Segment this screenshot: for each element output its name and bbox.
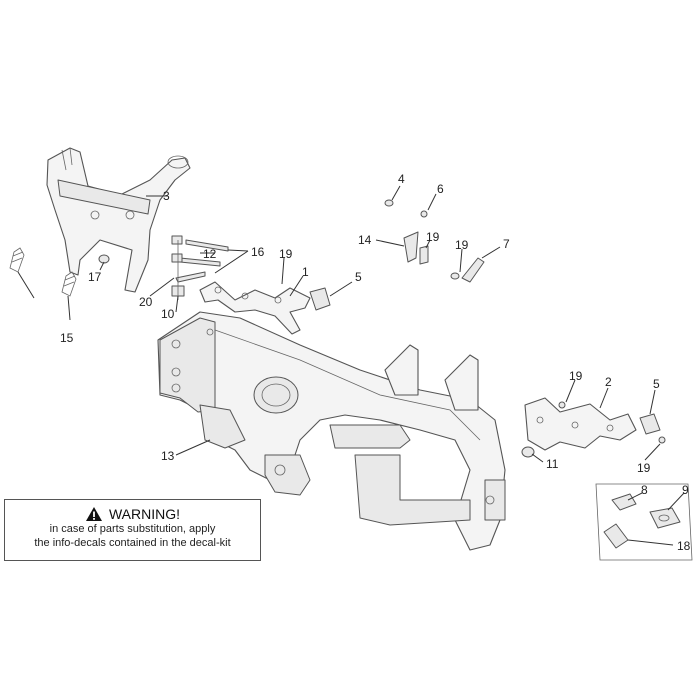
callout-19-c: 19: [455, 238, 469, 252]
callout-18: 18: [677, 539, 691, 553]
callout-19-e: 19: [637, 461, 651, 475]
left-bracket-plate-part: [199, 281, 311, 335]
warning-title-text: WARNING!: [108, 506, 181, 522]
callout-4: 4: [398, 172, 405, 186]
callout-11: 11: [546, 457, 559, 471]
main-frame-part: [157, 311, 506, 551]
clip-upper-part: [309, 287, 331, 311]
spring-clips-part: [9, 247, 77, 297]
clip-right-part: [639, 413, 661, 435]
callout-20: 20: [139, 295, 153, 309]
bolts-part: [171, 235, 229, 300]
inset-detail-box: [595, 483, 693, 561]
callout-14: 14: [358, 233, 372, 247]
screw-lower-part: [658, 436, 666, 444]
callout-15: 15: [60, 331, 74, 345]
screw-right-part: [558, 401, 566, 409]
callout-16: 16: [251, 245, 265, 259]
callout-2: 2: [605, 375, 612, 389]
right-bracket-plate-part: [524, 397, 637, 451]
callout-3: 3: [163, 189, 170, 203]
grommet-part: [521, 446, 535, 458]
warning-notice: WARNING! in case of parts substitution, …: [4, 499, 261, 561]
callout-8: 8: [641, 483, 648, 497]
callout-19-d: 19: [569, 369, 583, 383]
warning-line-1: in case of parts substitution, apply: [49, 523, 216, 535]
warning-heading: WARNING!: [5, 506, 260, 522]
washer-part: [98, 254, 110, 264]
callout-5-a: 5: [355, 270, 362, 284]
linkage-parts: [384, 199, 485, 283]
callout-5-b: 5: [653, 377, 660, 391]
callout-7: 7: [503, 237, 510, 251]
warning-triangle-icon: [85, 507, 102, 521]
callout-13: 13: [161, 449, 175, 463]
callout-19-a: 19: [279, 247, 293, 261]
warning-line-2: the info-decals contained in the decal-k…: [34, 537, 231, 549]
callout-17: 17: [88, 270, 102, 284]
callout-1: 1: [302, 265, 309, 279]
callout-10: 10: [161, 307, 175, 321]
callout-19-b: 19: [426, 230, 440, 244]
callout-6: 6: [437, 182, 444, 196]
upper-bracket-part: [46, 147, 191, 293]
leader-lines: [17, 185, 685, 546]
callout-12: 12: [203, 247, 217, 261]
callout-9: 9: [682, 483, 689, 497]
